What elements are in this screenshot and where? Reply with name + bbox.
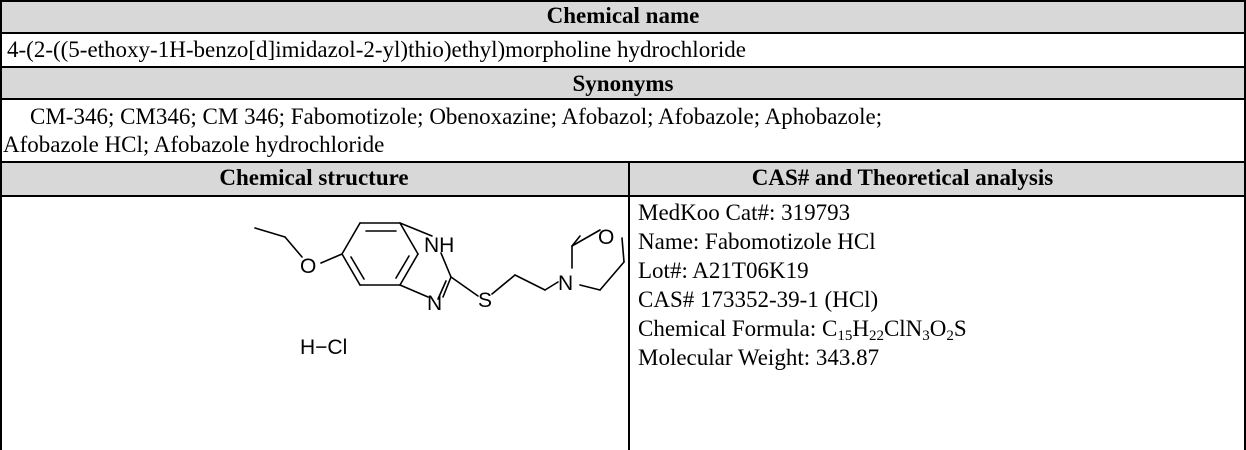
chemical-name-header: Chemical name <box>0 0 1246 32</box>
atom-s: S <box>478 289 492 312</box>
atom-o-morpholine: O <box>598 226 614 249</box>
formula-subscript: 22 <box>868 328 884 344</box>
chemical-name-header-label: Chemical name <box>546 3 700 28</box>
chemical-formula: Chemical Formula: C15H22ClN3O2S <box>638 315 967 350</box>
border-row5 <box>0 195 1246 197</box>
formula-element: O <box>929 316 947 341</box>
synonyms-header: Synonyms <box>0 68 1246 100</box>
border-right <box>1244 0 1246 450</box>
formula-element: ClN <box>883 316 923 341</box>
lot-number: Lot#: A21T06K19 <box>638 258 809 283</box>
structure-analysis-header-row <box>0 162 1246 196</box>
formula-subscript: 3 <box>922 328 930 344</box>
border-left <box>0 0 2 450</box>
border-row2 <box>0 66 1246 68</box>
border-row1 <box>0 32 1246 34</box>
synonyms-line-1: CM-346; CM346; CM 346; Fabomotizole; Obe… <box>30 104 883 129</box>
atom-nh: NH <box>424 234 454 257</box>
cas-number: CAS# 173352-39-1 (HCl) <box>638 286 878 314</box>
medkoo-cat: MedKoo Cat#: 319793 <box>638 200 851 225</box>
synonyms-header-label: Synonyms <box>572 71 674 96</box>
formula-element: C <box>821 316 838 341</box>
border-row4 <box>0 161 1246 163</box>
chemical-name-value: 4-(2-((5-ethoxy-1H-benzo[d]imidazol-2-yl… <box>7 37 746 62</box>
molecular-weight: Molecular Weight: 343.87 <box>638 345 880 370</box>
border-row3 <box>0 98 1246 100</box>
atom-o-ethoxy: O <box>300 255 316 278</box>
chemical-structure-header: Chemical structure <box>219 165 409 190</box>
atom-n-ring: N <box>427 292 442 315</box>
formula-label: Chemical Formula: <box>638 316 822 341</box>
border-top <box>0 0 1246 2</box>
hcl-label: H−Cl <box>300 336 347 359</box>
chemical-structure-diagram: O NH N S N O H−Cl <box>254 222 625 359</box>
atom-n-morpholine: N <box>558 272 573 295</box>
column-divider <box>628 161 630 450</box>
cas-number-text: CAS# 173352-39-1 (HCl) <box>638 287 879 312</box>
formula-element: S <box>953 316 967 341</box>
formula-value: C15H22ClN3O2S <box>821 316 967 344</box>
formula-element: H <box>852 316 869 341</box>
cas-analysis-header: CAS# and Theoretical analysis <box>751 165 1054 190</box>
product-name: Name: Fabomotizole HCl <box>638 229 876 254</box>
formula-subscript: 2 <box>946 328 954 344</box>
synonyms-line-2: Afobazole HCl; Afobazole hydrochloride <box>3 132 385 157</box>
formula-subscript: 15 <box>837 328 853 344</box>
